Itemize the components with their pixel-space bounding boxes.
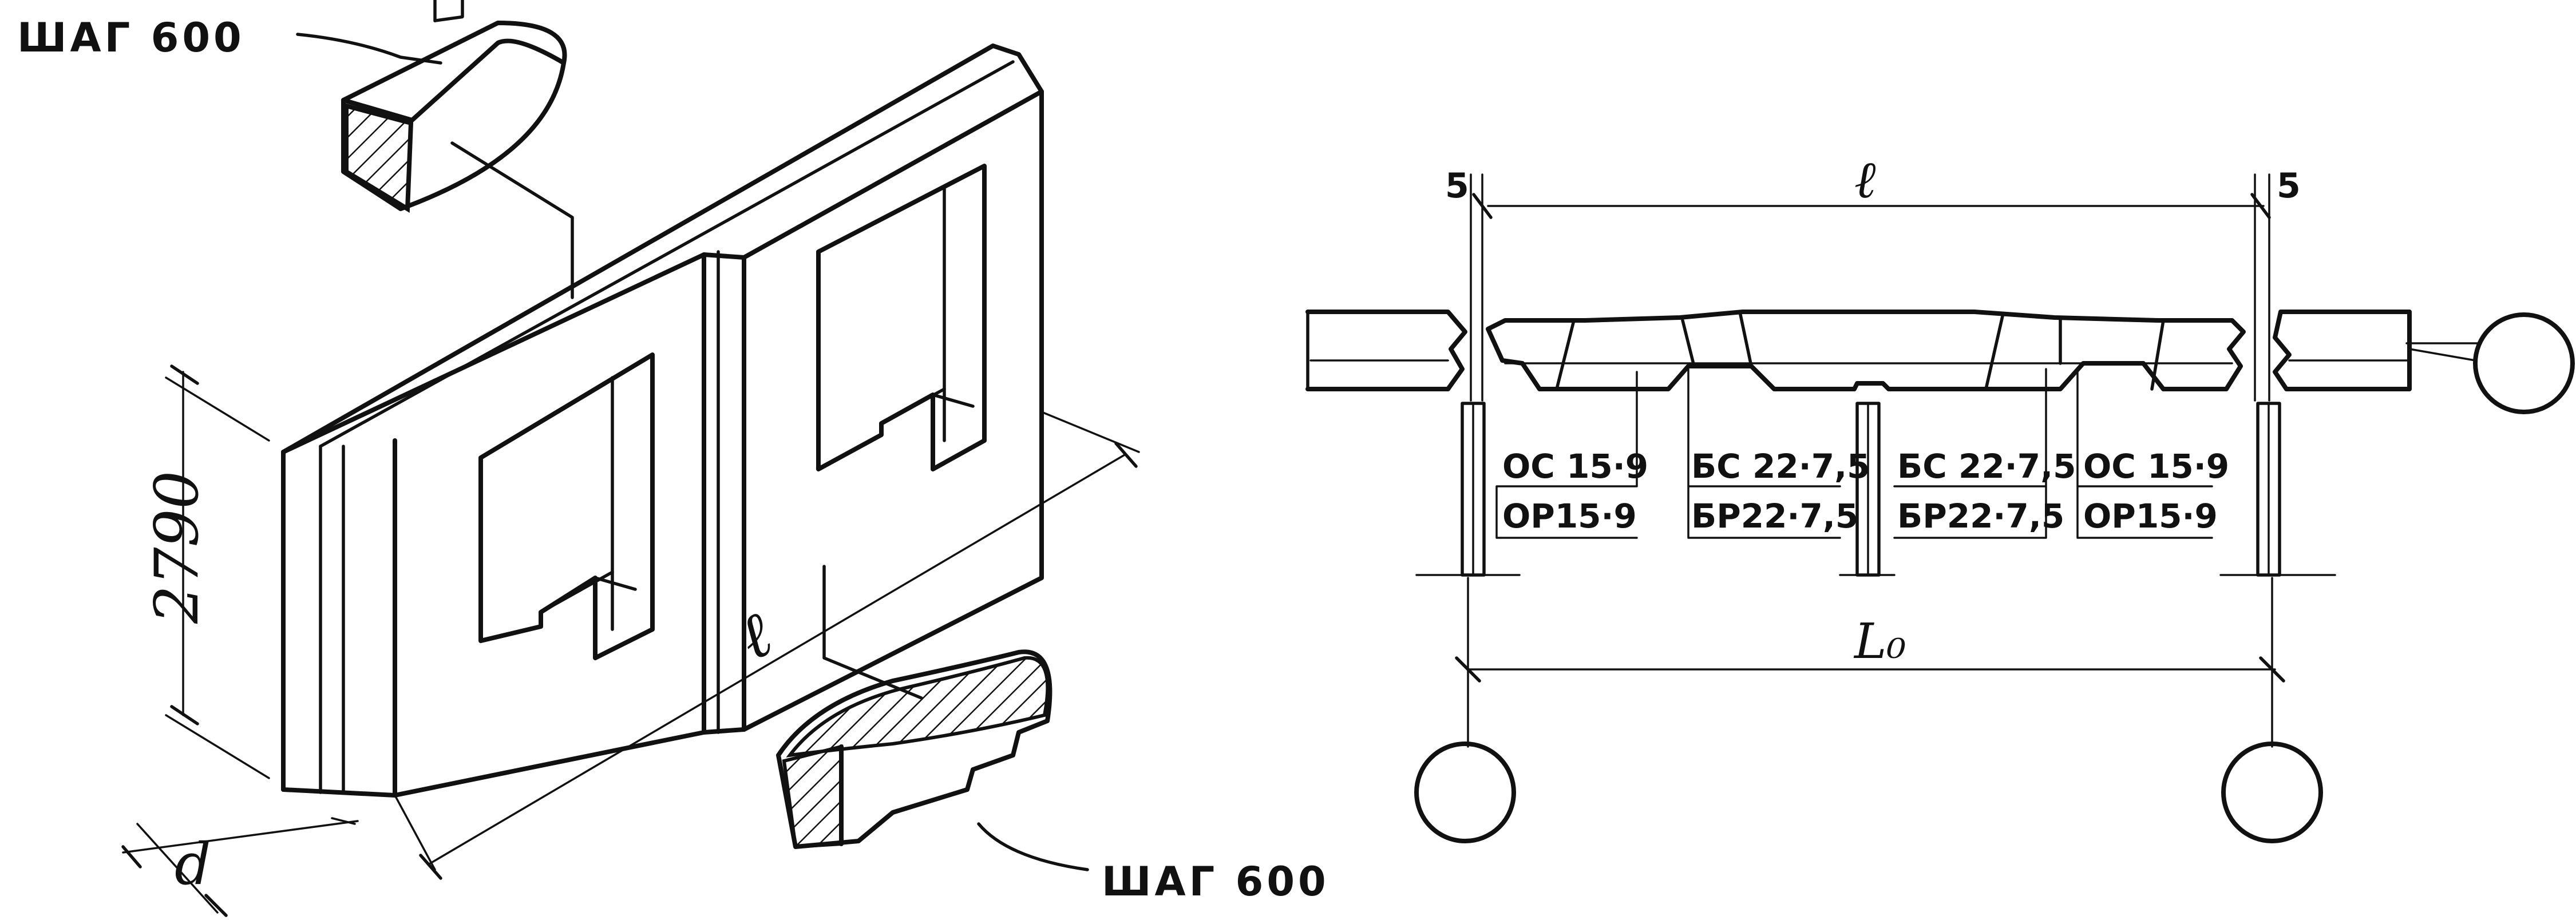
left-offset-label: 5 (1445, 166, 1469, 206)
panel-isometric-view: ШАГ 600 (17, 0, 1329, 917)
total-label: L₀ (1853, 613, 1906, 670)
mark-2-top: БС 22·7,5 (1691, 447, 1870, 486)
height-dimension: 2790 (142, 364, 270, 779)
right-offset-label: 5 (2277, 166, 2301, 206)
mark-3-top: БС 22·7,5 (1897, 447, 2076, 486)
plan-section-view: ℓ 5 5 (1305, 150, 2575, 843)
mark-1-top: ОС 15·9 (1502, 447, 1648, 486)
mark-3-bottom: БР22·7,5 (1897, 497, 2064, 536)
bottom-section-detail (776, 649, 1089, 871)
depth-dimension-label: d (175, 831, 211, 898)
height-dimension-label: 2790 (142, 471, 212, 624)
element-mark-3: БС 22·7,5 БР22·7,5 (1893, 368, 2076, 539)
axis-bubble-bottom-left (1414, 741, 1516, 843)
span-dimension: ℓ 5 5 (1445, 150, 2301, 402)
depth-dimension: d (121, 817, 359, 917)
top-callout-leader (296, 33, 442, 65)
total-dimension: L₀ (1455, 577, 2285, 748)
element-mark-1: ОС 15·9 ОР15·9 (1495, 371, 1648, 539)
wall-panel (281, 43, 1044, 798)
mark-4-top: ОС 15·9 (2083, 447, 2229, 486)
wall-plan-strip (1305, 310, 2479, 391)
element-mark-4: ОС 15·9 ОР15·9 (2076, 371, 2229, 539)
top-section-detail (341, 0, 574, 299)
bottom-spacing-callout: ШАГ 600 (1102, 858, 1329, 905)
axis-bubble-right (2408, 312, 2575, 414)
post-right (2219, 402, 2336, 577)
mark-2-bottom: БР22·7,5 (1691, 497, 1858, 536)
element-mark-2: БС 22·7,5 БР22·7,5 (1687, 368, 1870, 539)
mark-4-bottom: ОР15·9 (2083, 497, 2218, 536)
mark-1-bottom: ОР15·9 (1502, 497, 1637, 536)
axis-bubble-bottom-right (2221, 741, 2323, 843)
top-spacing-callout: ШАГ 600 (17, 14, 245, 61)
span-label: ℓ (1854, 150, 1876, 210)
bottom-section-leader (822, 565, 923, 700)
post-middle (1839, 402, 1896, 577)
length-dimension: ℓ (394, 411, 1140, 880)
post-left (1415, 402, 1521, 577)
length-dimension-label: ℓ (727, 597, 782, 675)
